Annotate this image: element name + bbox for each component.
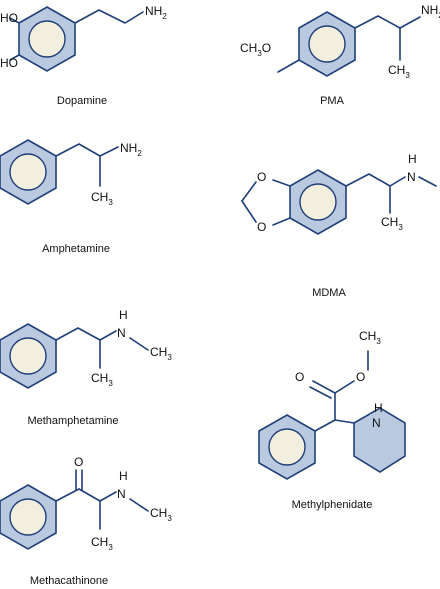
pma-structure: CH3O NH2 CH3 PMA [240, 3, 440, 107]
benzene-ring-icon [289, 169, 347, 235]
methylphenidate-structure: CH3 O O H N Methylphenidate [258, 329, 406, 511]
benzene-ring-icon [258, 414, 316, 480]
piperidine-label-backdrop [370, 414, 388, 430]
mdma-oxygen-top: O [257, 170, 266, 184]
pma-methyl: CH3 [388, 63, 410, 80]
methamphetamine-structure: H N CH3 CH3 Methamphetamine [0, 308, 172, 427]
pma-caption: PMA [320, 95, 345, 107]
mdma-structure: O O H N CH3 MDMA [241, 152, 437, 299]
amphetamine-methyl: CH3 [91, 190, 113, 207]
benzene-ring-icon [18, 6, 76, 72]
methcathinone-amine-hydrogen: H [119, 469, 128, 483]
benzene-ring-icon [298, 11, 356, 77]
methylphenidate-carbonyl-oxygen: O [295, 370, 304, 384]
benzene-ring-icon [0, 484, 57, 550]
methylphenidate-piperidine-hydrogen: H [374, 401, 383, 415]
amphetamine-amine: NH2 [120, 141, 142, 158]
dopamine-hydroxyl-top: HO [0, 11, 18, 25]
mdma-oxygen-bottom: O [257, 220, 266, 234]
methamphetamine-amine-hydrogen: H [119, 308, 128, 322]
methcathinone-methyl: CH3 [91, 535, 113, 552]
methcathinone-ketone-oxygen: O [74, 455, 83, 469]
methamphetamine-caption: Methamphetamine [27, 415, 118, 427]
methylphenidate-ester-methyl: CH3 [359, 329, 381, 346]
benzene-ring-icon [0, 323, 57, 389]
amphetamine-structure: NH2 CH3 Amphetamine [0, 139, 142, 255]
mdma-methyl: CH3 [381, 215, 403, 232]
dopamine-hydroxyl-bottom: HO [0, 56, 18, 70]
pma-amine: NH2 [421, 3, 440, 20]
methcathinone-caption: Methacathinone [30, 575, 108, 587]
mdma-amine-nitrogen: N [407, 170, 416, 184]
mdma-caption: MDMA [312, 287, 346, 299]
methcathinone-structure: O H N CH3 CH3 Methacathinone [0, 455, 172, 587]
dopamine-structure: HO HO NH2 Dopamine [0, 4, 167, 107]
pma-methoxy-group: CH3O [240, 41, 271, 58]
methcathinone-amine-nitrogen: N [117, 487, 126, 501]
benzene-ring-icon [0, 139, 57, 205]
methamphetamine-n-methyl: CH3 [150, 345, 172, 362]
dopamine-caption: Dopamine [57, 95, 107, 107]
methylphenidate-piperidine-nitrogen: N [372, 416, 381, 430]
methamphetamine-amine-nitrogen: N [117, 326, 126, 340]
methamphetamine-methyl: CH3 [91, 371, 113, 388]
amphetamine-caption: Amphetamine [42, 243, 110, 255]
methylphenidate-caption: Methylphenidate [292, 499, 373, 511]
methylphenidate-ester-oxygen: O [356, 370, 365, 384]
dopamine-amine: NH2 [145, 4, 167, 21]
methcathinone-n-methyl: CH3 [150, 506, 172, 523]
mdma-amine-hydrogen: H [408, 152, 417, 166]
